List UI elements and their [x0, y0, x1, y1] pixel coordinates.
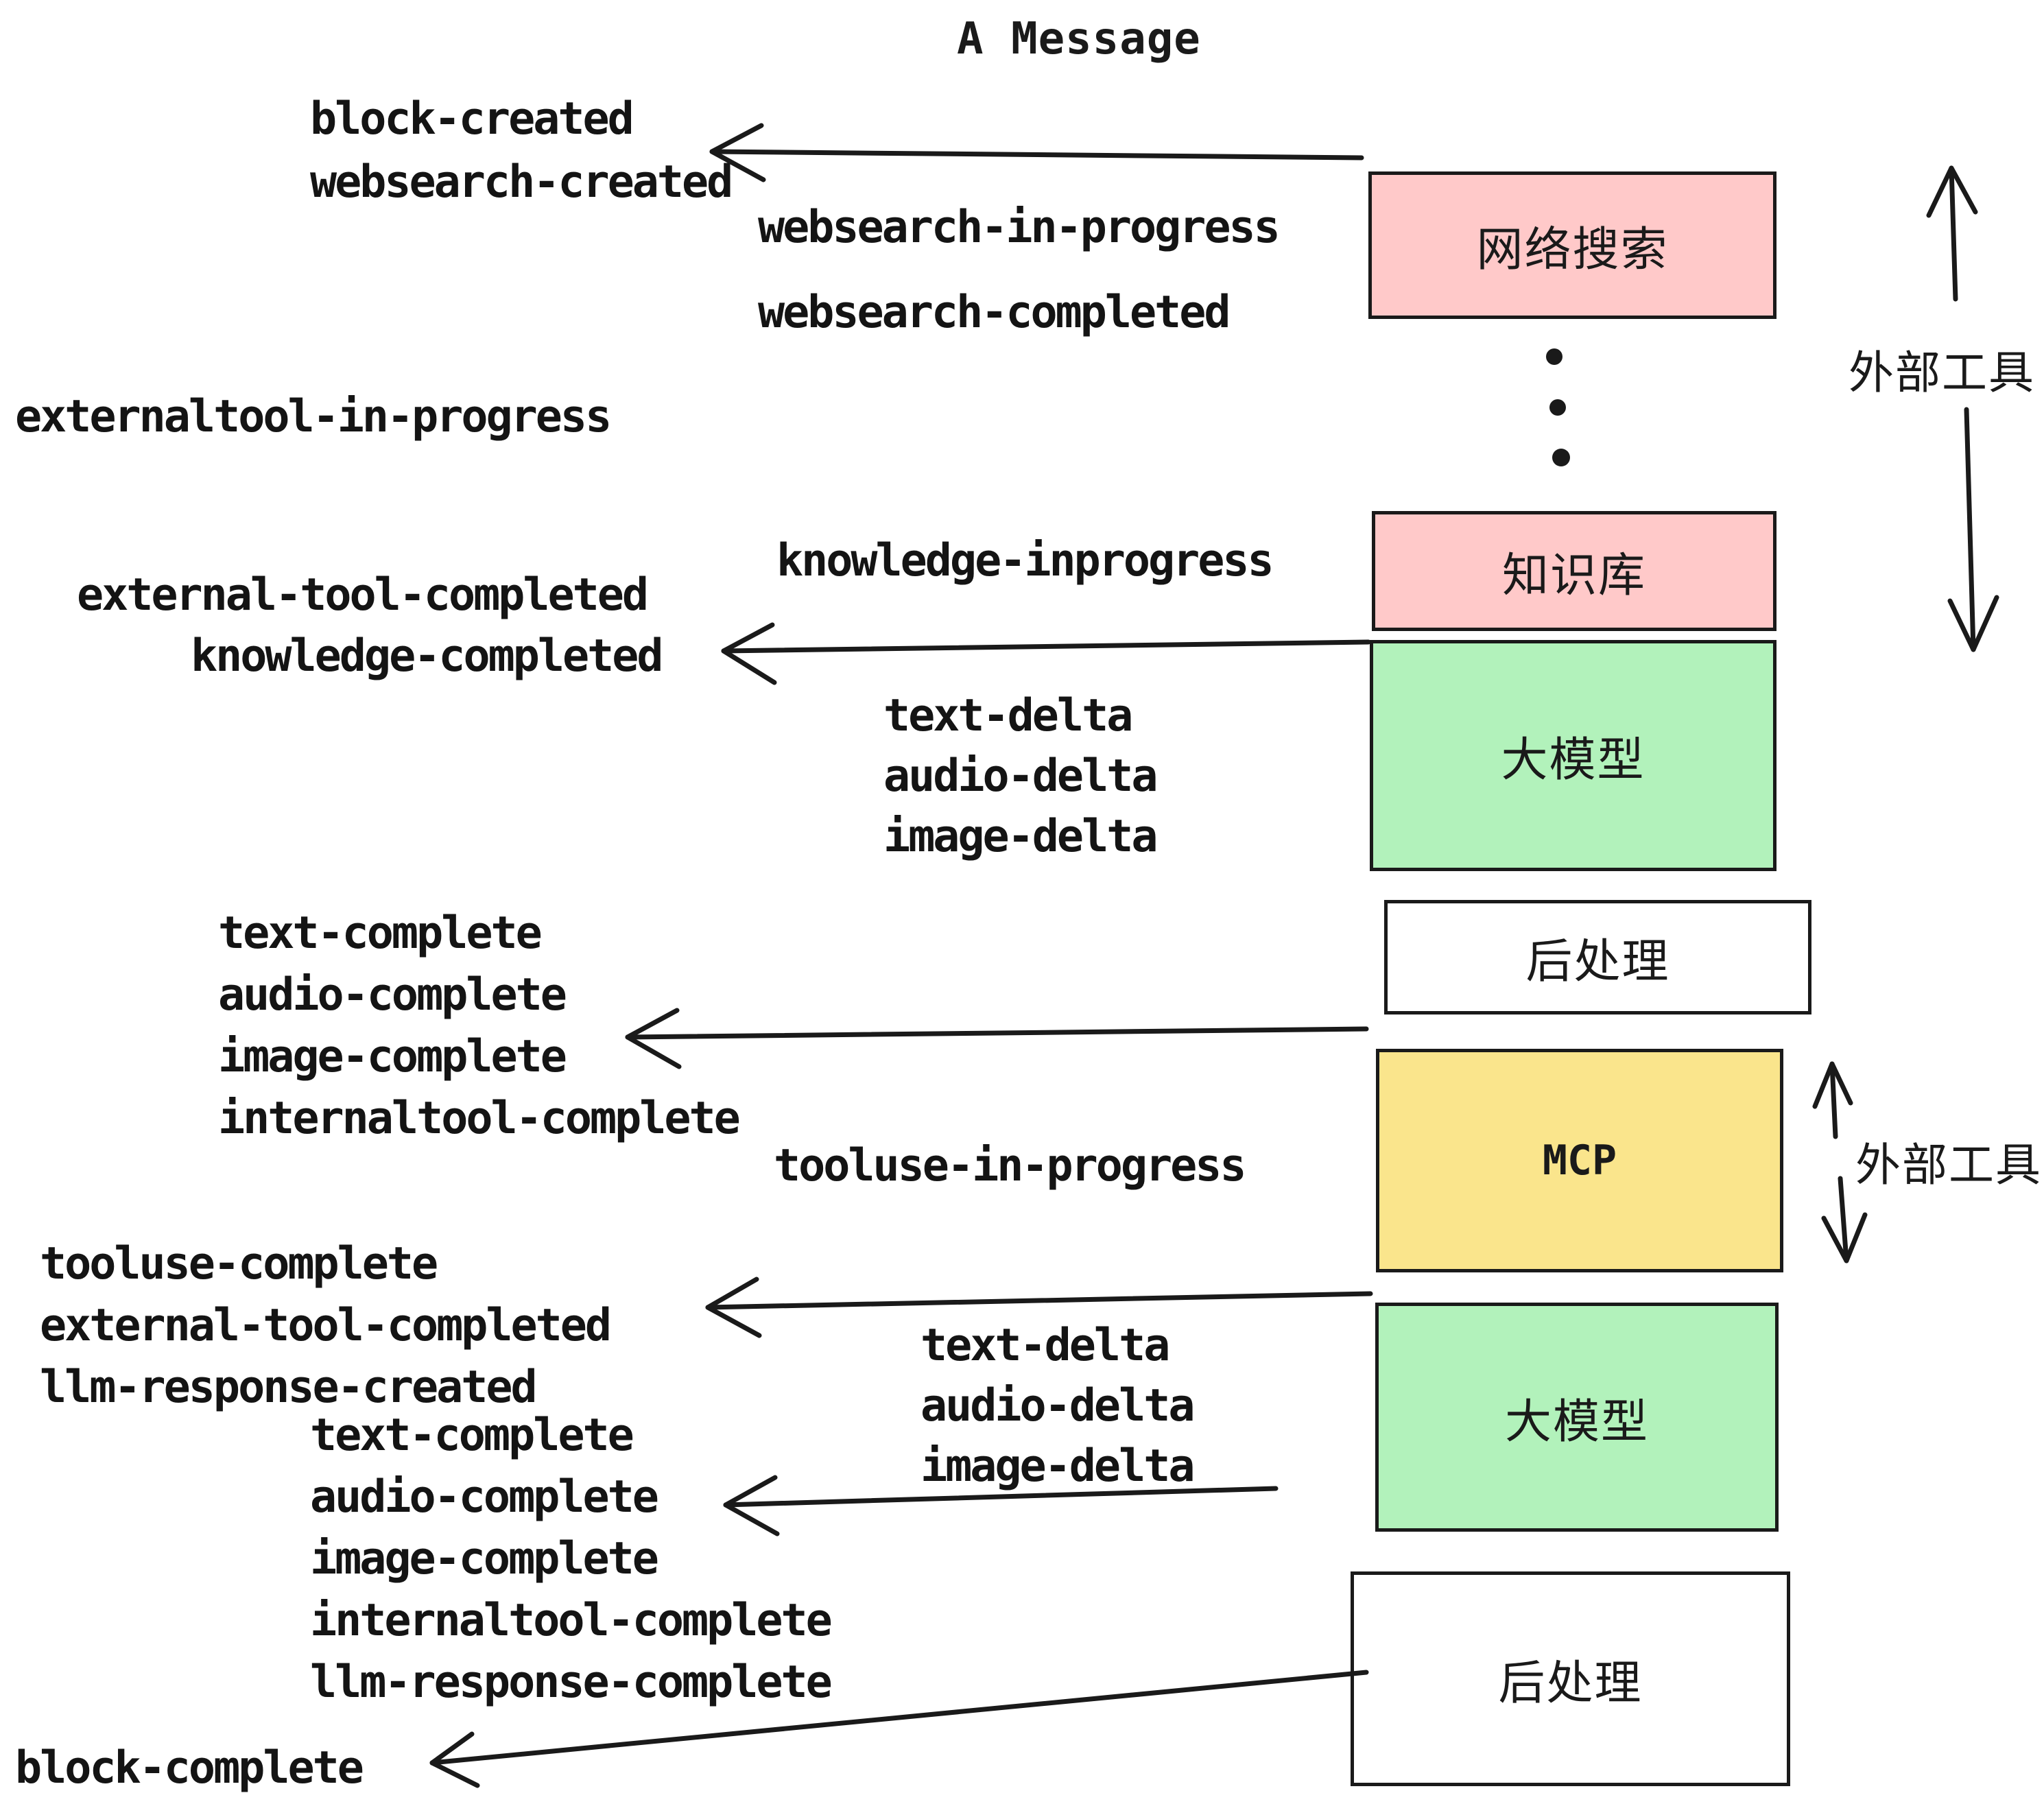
box-llm-2-label: 大模型	[1504, 1394, 1649, 1449]
event-text-delta-2: text-delta	[920, 1320, 1170, 1371]
box-llm-1: 大模型	[1370, 640, 1776, 871]
external-tools-up-arrow	[1926, 165, 1978, 302]
box-knowledge-label: 知识库	[1501, 549, 1646, 603]
event-image-complete-2: image-complete	[310, 1533, 659, 1585]
event-knowledge-inprogress: knowledge-inprogress	[776, 535, 1274, 586]
event-image-complete: image-complete	[218, 1031, 567, 1082]
box-llm-2: 大模型	[1375, 1303, 1779, 1532]
event-group-complete-1: text-complete audio-complete image-compl…	[218, 903, 741, 1150]
event-text-complete-2: text-complete	[310, 1410, 634, 1461]
event-internaltool-complete: internaltool-complete	[218, 1093, 741, 1144]
event-knowledge-completed: knowledge-completed	[191, 630, 664, 682]
box-knowledge: 知识库	[1372, 511, 1776, 631]
event-group-after-mcp: tooluse-complete external-tool-completed…	[40, 1233, 612, 1419]
box-mcp: MCP	[1376, 1049, 1783, 1272]
event-audio-complete-2: audio-complete	[310, 1471, 659, 1523]
event-llm-response-created: llm-response-created	[40, 1362, 538, 1413]
event-tooluse-complete: tooluse-complete	[40, 1238, 438, 1290]
box-postprocess-2-label: 后处理	[1498, 1657, 1643, 1711]
ellipsis-dots	[1546, 348, 1570, 466]
page-title: A Message	[957, 14, 1201, 64]
box-postprocess-1: 后处理	[1384, 900, 1811, 1014]
box-postprocess-2: 后处理	[1351, 1571, 1790, 1786]
event-external-tool-completed-2: external-tool-completed	[40, 1300, 612, 1351]
box-websearch: 网络搜索	[1368, 171, 1776, 319]
event-audio-complete: audio-complete	[218, 969, 567, 1021]
event-external-tool-completed: external-tool-completed	[77, 569, 649, 621]
arrow-to-knowledge-completed	[721, 622, 1371, 685]
box-llm-1-label: 大模型	[1501, 733, 1645, 787]
event-audio-delta-2: audio-delta	[920, 1380, 1195, 1432]
event-image-delta: image-delta	[883, 811, 1158, 862]
event-websearch-created: websearch-created	[310, 156, 733, 208]
event-group-delta-1: text-delta audio-delta image-delta	[883, 686, 1158, 867]
event-text-complete: text-complete	[218, 907, 543, 959]
event-tooluse-in-progress: tooluse-in-progress	[774, 1140, 1247, 1191]
side-label-external-tools-top: 外部工具	[1849, 346, 2035, 399]
box-mcp-label: MCP	[1542, 1137, 1617, 1185]
event-websearch-in-progress: websearch-in-progress	[758, 202, 1281, 253]
box-websearch-label: 网络搜索	[1476, 223, 1669, 277]
event-externaltool-in-progress: externaltool-in-progress	[15, 391, 612, 442]
box-postprocess-1-label: 后处理	[1525, 935, 1670, 989]
event-internaltool-complete-2: internaltool-complete	[310, 1595, 833, 1646]
side-label-external-tools-mcp: 外部工具	[1855, 1139, 2042, 1191]
event-block-created: block-created	[310, 93, 634, 145]
event-audio-delta: audio-delta	[883, 750, 1158, 802]
mcp-external-tools-up-arrow	[1812, 1061, 1853, 1139]
event-block-complete: block-complete	[15, 1742, 364, 1794]
event-group-delta-2: text-delta audio-delta image-delta	[920, 1316, 1195, 1497]
event-llm-response-complete: llm-response-complete	[310, 1657, 833, 1708]
event-group-complete-2: text-complete audio-complete image-compl…	[310, 1405, 833, 1713]
event-text-delta: text-delta	[883, 690, 1133, 741]
arrow-to-block-created	[709, 123, 1364, 182]
external-tools-down-arrow	[1947, 407, 1999, 652]
event-image-delta-2: image-delta	[920, 1440, 1195, 1492]
event-websearch-completed: websearch-completed	[758, 287, 1231, 338]
